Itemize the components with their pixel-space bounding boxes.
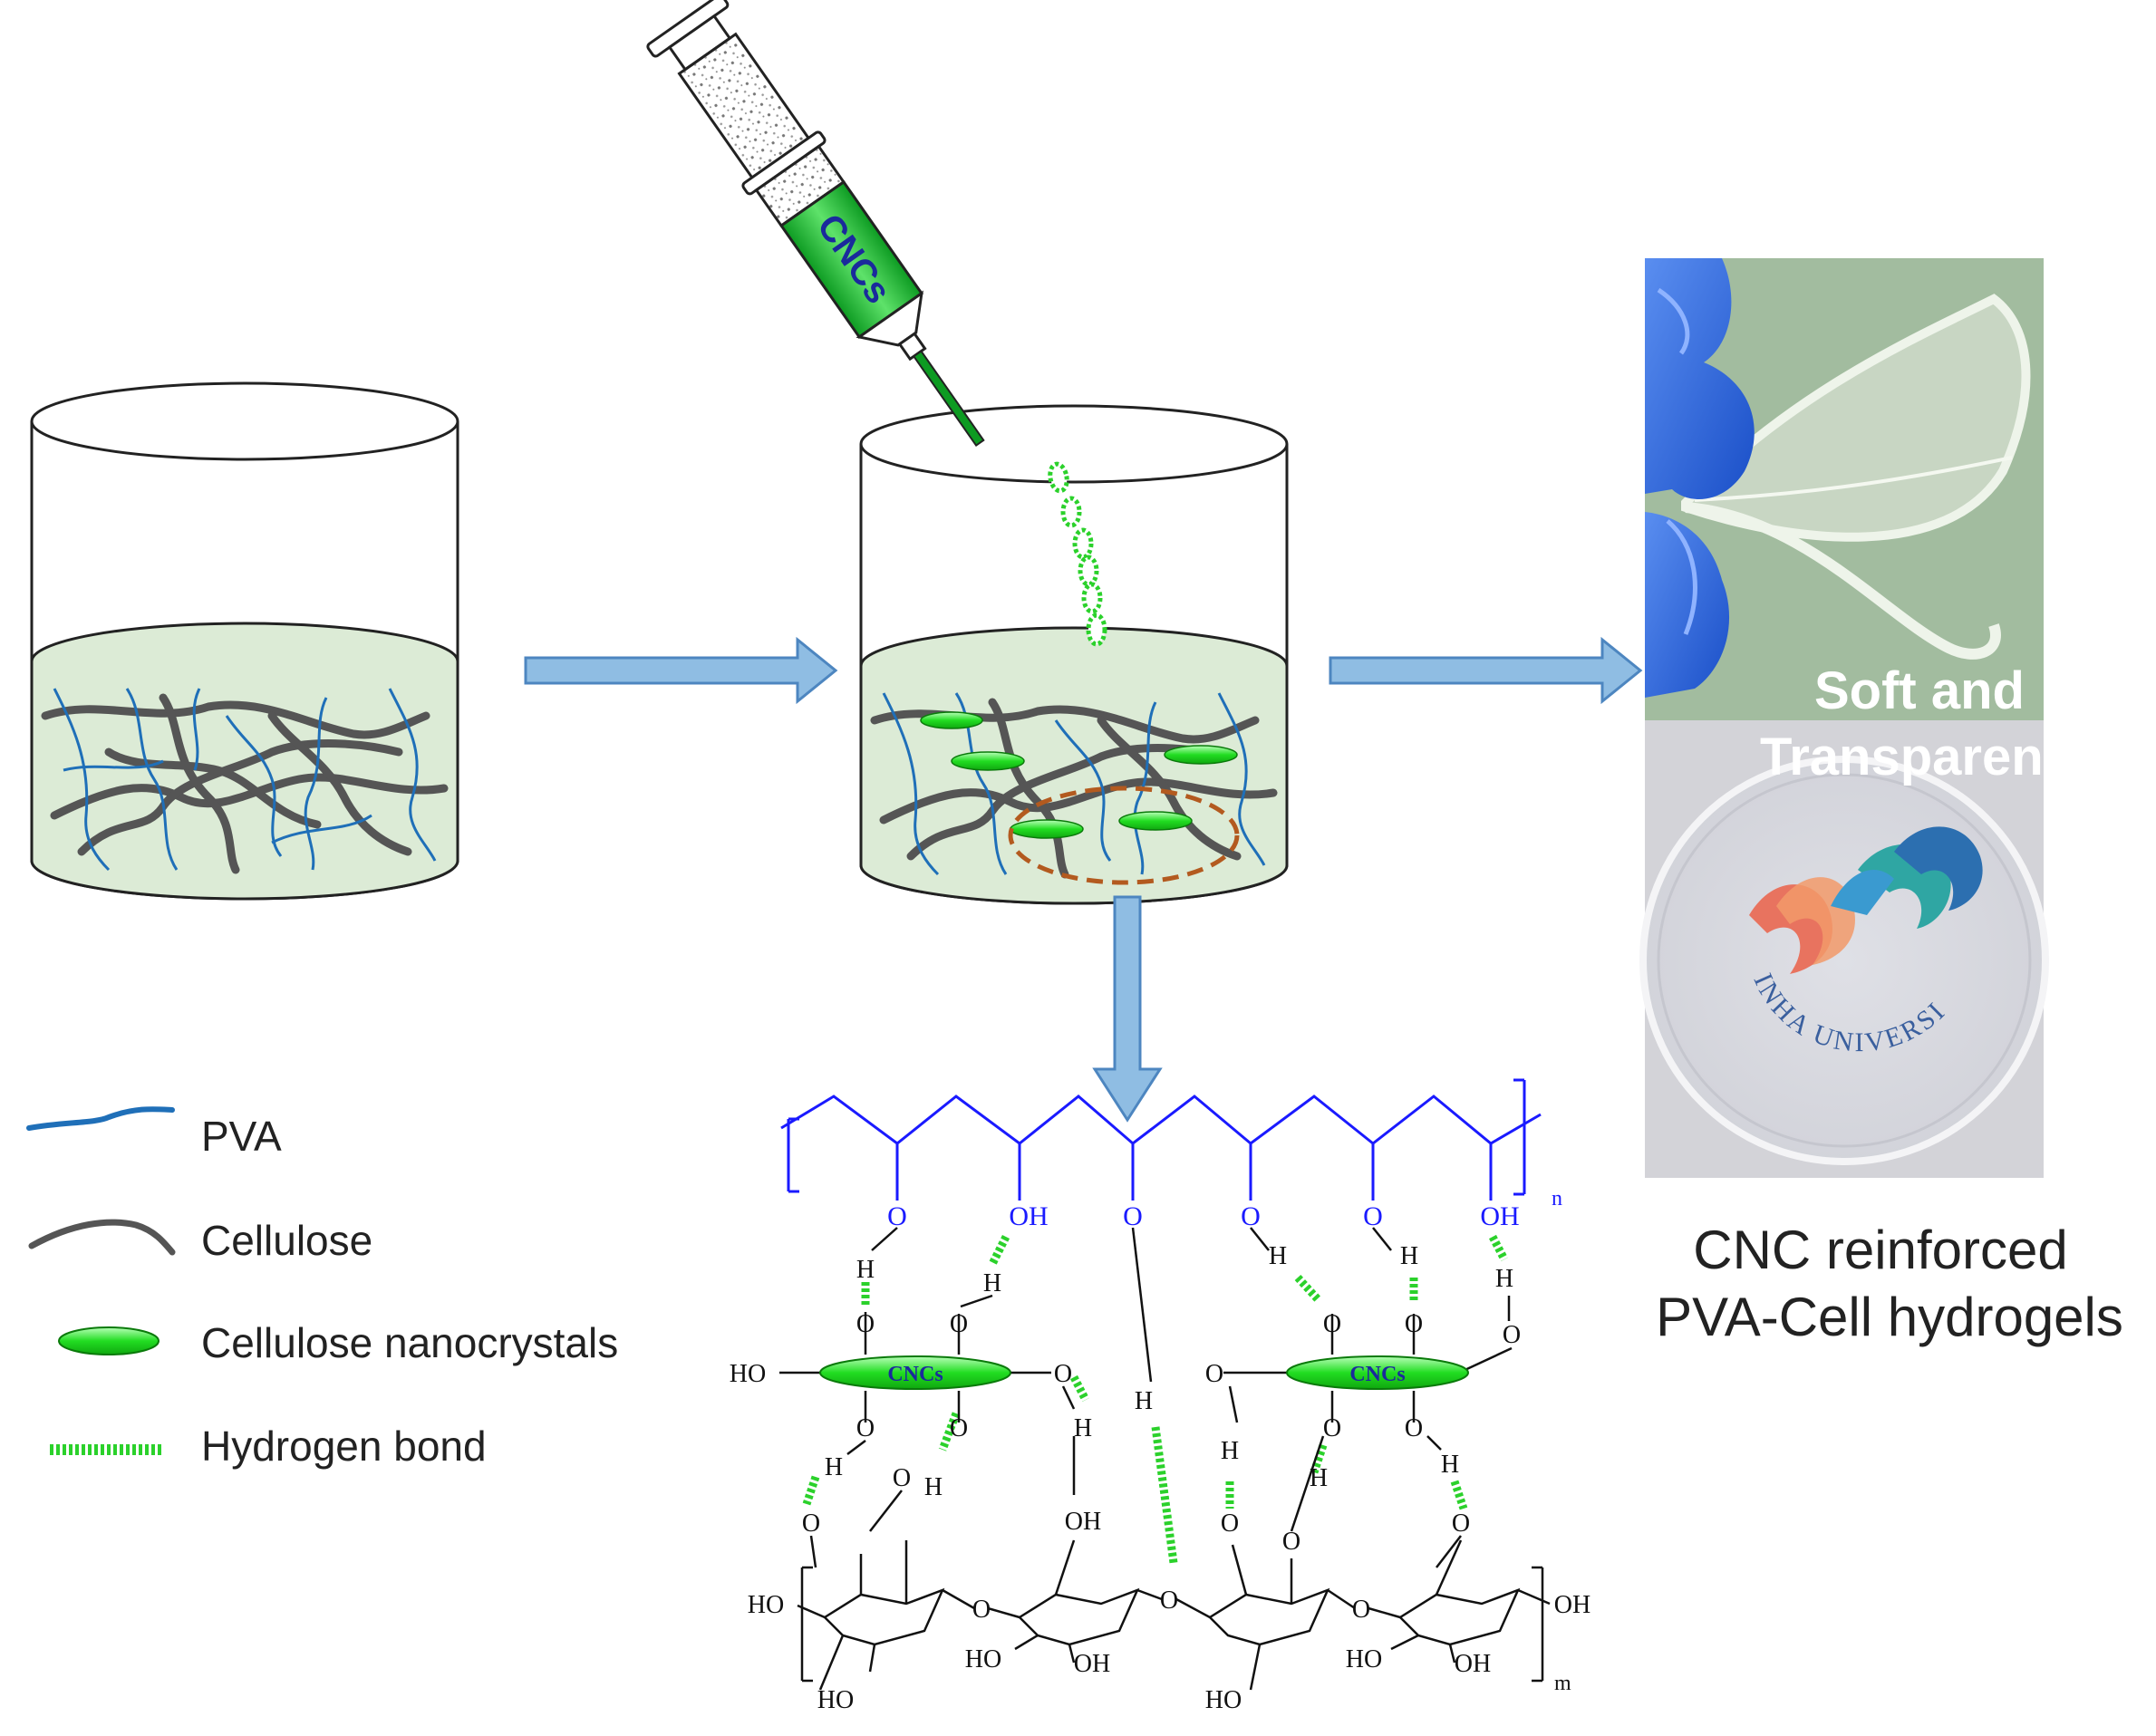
legend-cellulose-icon <box>28 1219 176 1256</box>
atom-label: HO <box>1205 1686 1242 1714</box>
atom-label: HO <box>730 1360 766 1388</box>
photo-overlay-line2: Transparent <box>1760 728 2061 786</box>
atom-label: O <box>1282 1528 1300 1556</box>
hydrogel-photo: INHA UNIVERSITY Soft and Transparent <box>0 0 2061 1178</box>
caption-line1: CNC reinforced <box>1693 1220 2067 1280</box>
atom-label: HO <box>965 1645 1001 1673</box>
legend-label-hydrogen-bond: Hydrogen bond <box>201 1423 487 1470</box>
atom-label: O <box>893 1464 911 1492</box>
atom-label: H <box>983 1269 1001 1297</box>
atom-label: HO <box>817 1686 854 1714</box>
atom-label: O <box>972 1596 991 1624</box>
hydrogen-bonds <box>802 1234 1508 1564</box>
atom-label: O <box>1323 1310 1341 1338</box>
beaker-with-cnc <box>859 404 1289 905</box>
atom-label: H <box>1074 1414 1092 1442</box>
cnc-ellipse-right <box>1286 1355 1469 1390</box>
atom-label: H <box>1400 1242 1418 1270</box>
atom-label: O <box>1405 1310 1423 1338</box>
bond-lines <box>779 1227 1513 1568</box>
pva-backbone <box>780 1078 1542 1201</box>
atom-label: H <box>924 1473 943 1501</box>
cellulose-subscript: m <box>1554 1672 1571 1695</box>
cnc-particles <box>920 711 1238 839</box>
glucose-ring <box>1208 1587 1330 1646</box>
atom-label: OH <box>1554 1591 1590 1619</box>
arrow-right-1 <box>524 636 838 705</box>
atom-label: O <box>1503 1321 1521 1349</box>
highlight-ellipse <box>1008 786 1240 885</box>
atom-label: O <box>1452 1509 1470 1538</box>
atom-label: OH <box>1455 1650 1491 1678</box>
cnc-label-left: CNCs <box>887 1363 943 1386</box>
legend-cnc-icon <box>58 1326 160 1355</box>
beaker-rim <box>30 381 459 461</box>
atom-label: OH <box>1065 1508 1101 1536</box>
cellulose-labels: HO O O O OH HO OH HO OH HO HO m <box>748 1587 1590 1714</box>
pva-atom: O <box>887 1201 907 1231</box>
atom-label: H <box>856 1256 875 1284</box>
glucose-ring <box>1018 1587 1140 1646</box>
atom-label: H <box>1269 1242 1287 1270</box>
atom-labels: H H O O HO O O O H H H H H H H O O O O O… <box>730 1242 1521 1556</box>
pva-atom: O <box>1123 1201 1143 1231</box>
pva-chains <box>882 692 1266 876</box>
beaker-pva-cellulose <box>30 381 459 901</box>
blue-glove <box>1645 258 1755 698</box>
atom-label: H <box>1495 1265 1513 1293</box>
atom-label: O <box>802 1509 820 1538</box>
atom-label: O <box>856 1310 875 1338</box>
atom-label: H <box>1221 1437 1239 1465</box>
legend: PVA Cellulose Cellulose nanocrystals Hyd… <box>26 1106 618 1470</box>
atom-label: O <box>856 1414 875 1442</box>
glucose-ring <box>1398 1587 1521 1646</box>
pva-chains <box>53 688 437 872</box>
atom-label: O <box>1205 1360 1223 1388</box>
atom-label: O <box>1221 1509 1239 1538</box>
atom-label: O <box>950 1310 968 1338</box>
arrow-right-2 <box>1329 636 1643 705</box>
arrow-down <box>1092 895 1163 1123</box>
caption-line2: PVA-Cell hydrogels <box>1656 1287 2123 1347</box>
atom-label: O <box>1323 1414 1341 1442</box>
legend-label-cnc: Cellulose nanocrystals <box>201 1319 618 1366</box>
pva-subscript: n <box>1552 1187 1562 1210</box>
legend-label-cellulose: Cellulose <box>201 1217 372 1264</box>
syringe: CNCs <box>646 0 985 447</box>
pva-atom: O <box>1363 1201 1383 1231</box>
atom-label: H <box>825 1453 843 1481</box>
legend-pva-icon <box>26 1106 175 1131</box>
atom-label: OH <box>1074 1650 1110 1678</box>
cnc-droplets <box>1048 461 1107 647</box>
atom-label: HO <box>748 1591 784 1619</box>
atom-label: H <box>1135 1387 1153 1415</box>
atom-label: H <box>1441 1451 1459 1479</box>
legend-label-pva: PVA <box>201 1113 282 1160</box>
hydrogel-film <box>1681 294 2031 542</box>
glucose-ring <box>823 1587 945 1646</box>
atom-label: O <box>1352 1596 1370 1624</box>
cnc-label-right: CNCs <box>1349 1363 1405 1386</box>
atom-label: HO <box>1346 1645 1382 1673</box>
atom-label: O <box>1405 1414 1423 1442</box>
pva-atoms: O OH O O O OH n <box>887 1187 1562 1231</box>
atom-label: H <box>1310 1464 1328 1492</box>
atom-label: O <box>1054 1360 1072 1388</box>
chemical-structure: O OH O O O OH n <box>730 1078 1590 1714</box>
petri-dish <box>1639 756 2049 1165</box>
photo-overlay-line1: Soft and <box>1814 661 2025 720</box>
pva-atom: OH <box>1480 1201 1519 1231</box>
cellulose-fibers <box>41 693 449 874</box>
syringe-needle <box>912 350 985 447</box>
cellulose-chain <box>797 1539 1551 1691</box>
atom-label: O <box>1160 1587 1178 1615</box>
pva-atom: O <box>1241 1201 1261 1231</box>
beaker-rim <box>859 404 1289 484</box>
atom-label: O <box>950 1414 968 1442</box>
pva-atom: OH <box>1009 1201 1048 1231</box>
cnc-ellipse-left <box>819 1355 1011 1390</box>
